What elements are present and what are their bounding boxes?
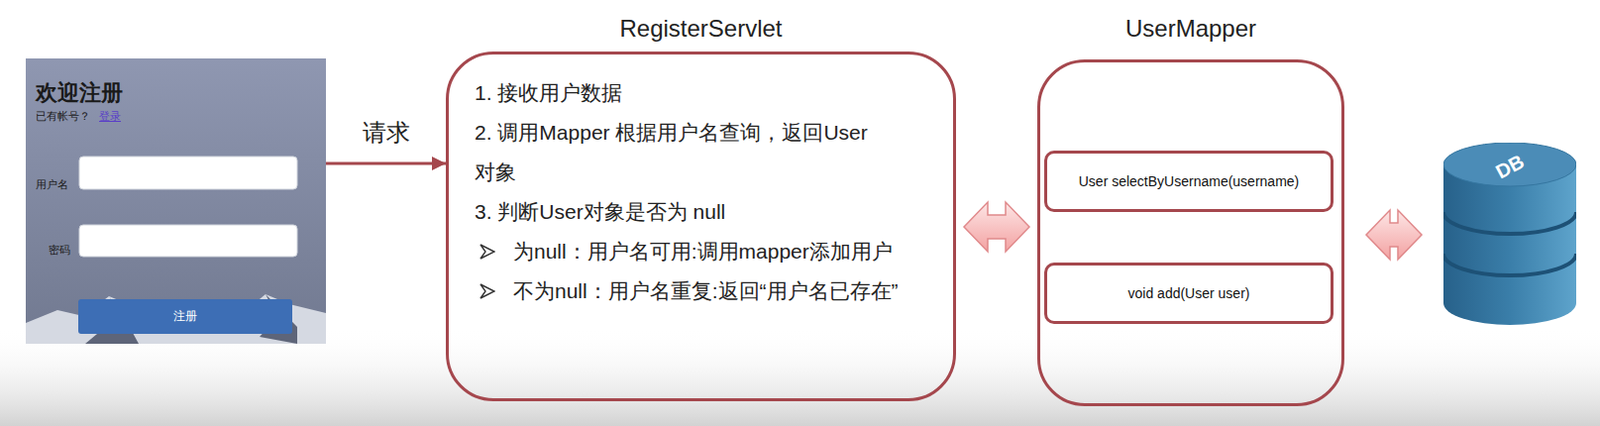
step-text: 为null：用户名可用:调用mapper添加用户 <box>513 231 944 272</box>
form-title: 欢迎注册 <box>35 80 123 107</box>
form-background <box>25 58 326 344</box>
double-block-arrow <box>1366 210 1422 260</box>
mapper-box: UserMapperUser selectByUsername(username… <box>1037 9 1345 407</box>
database-cylinder: DB <box>1443 142 1577 325</box>
cylinder-body <box>1443 164 1577 325</box>
bullet-shape <box>480 244 495 259</box>
step-text: 3. 判断User对象是否为 null <box>474 192 944 232</box>
bullet-symbol <box>479 243 496 260</box>
login-link: 登录 <box>99 109 121 123</box>
request-arrow <box>325 162 446 166</box>
field-label: 用户名 <box>35 178 69 192</box>
step-text: 2. 调用Mapper 根据用户名查询，返回User 对象 <box>474 112 891 193</box>
box-title: UserMapper <box>1037 9 1345 48</box>
cylinder-band <box>1443 212 1577 234</box>
bullet-symbol <box>479 283 496 300</box>
mountain-picture <box>25 294 326 344</box>
field-label: 密码 <box>48 243 71 257</box>
list-item: 1. 接收用户数据 <box>474 73 944 113</box>
method-signature: void add(User user) <box>1128 285 1251 302</box>
rounded-outline <box>1037 59 1345 407</box>
servlet-box: RegisterServlet1. 接收用户数据2. 调用Mapper 根据用户… <box>445 9 957 402</box>
step-text: 1. 接收用户数据 <box>474 73 944 113</box>
method-box: void add(User user) <box>1044 262 1334 324</box>
button-label: 注册 <box>173 308 198 325</box>
bullet-shape <box>480 284 495 299</box>
cylinder-band <box>1443 253 1577 276</box>
list-item: 不为null：用户名重复:返回“用户名已存在” <box>474 271 944 312</box>
submit-button: 注册 <box>78 299 293 334</box>
edge-label: 请求 <box>359 117 414 148</box>
double-block-arrow <box>963 202 1030 252</box>
form-panel: 欢迎注册已有帐号？ 登录用户名密码注册 <box>25 58 326 344</box>
step-text: 不为null：用户名重复:返回“用户名已存在” <box>513 271 944 312</box>
list-item: 为null：用户名可用:调用mapper添加用户 <box>474 231 944 272</box>
box-title: RegisterServlet <box>445 9 957 48</box>
text-input <box>79 156 298 190</box>
list-item: 3. 判断User对象是否为 null <box>474 192 944 232</box>
text-input <box>79 224 298 257</box>
method-signature: User selectByUsername(username) <box>1078 173 1300 190</box>
rounded-outline: 1. 接收用户数据2. 调用Mapper 根据用户名查询，返回User 对象3.… <box>445 51 957 402</box>
method-box: User selectByUsername(username) <box>1044 150 1334 213</box>
hint-text: 已有帐号？ <box>35 109 91 123</box>
list-item: 2. 调用Mapper 根据用户名查询，返回User 对象 <box>474 112 944 193</box>
